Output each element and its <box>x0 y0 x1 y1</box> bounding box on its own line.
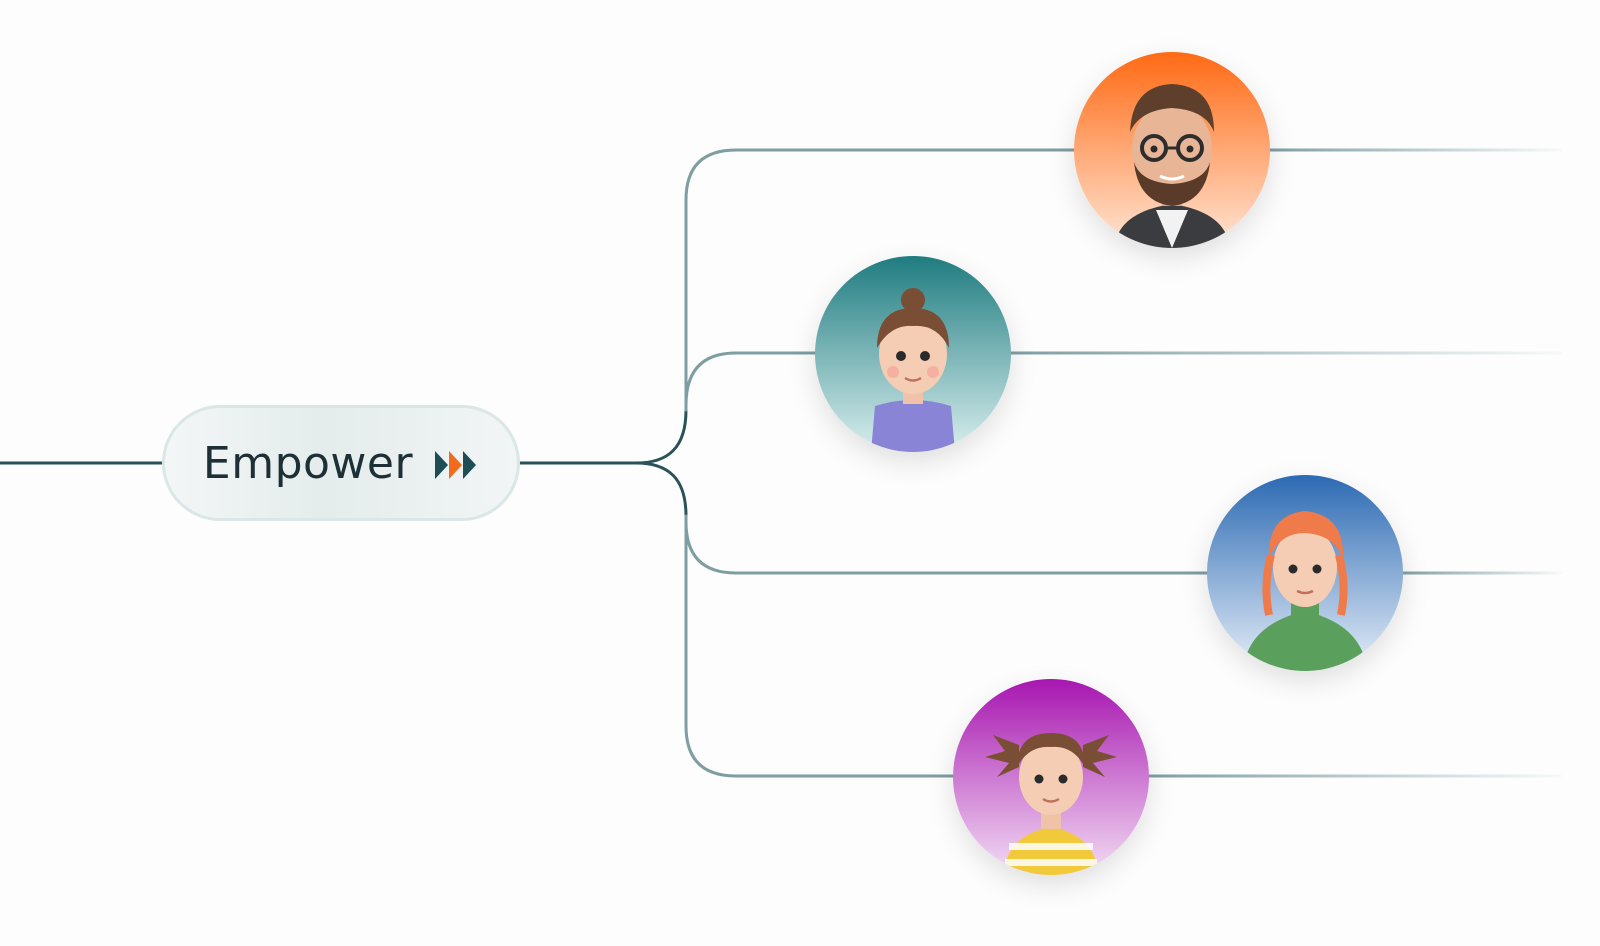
empower-node[interactable]: Empower <box>162 405 520 521</box>
double-chevron-right-icon <box>435 449 479 481</box>
avatar-redhead-woman[interactable] <box>1207 475 1403 671</box>
avatar-girl-hair-bun[interactable] <box>815 256 1011 452</box>
avatar-girl-pigtails[interactable] <box>953 679 1149 875</box>
avatar-bearded-man-glasses[interactable] <box>1074 52 1270 248</box>
split-curve-down <box>634 461 688 518</box>
node-label: Empower <box>202 437 414 489</box>
split-curve-up <box>634 408 688 465</box>
branch-spine-down <box>684 514 958 778</box>
branch-3 <box>684 520 1212 575</box>
branch-2 <box>684 351 822 407</box>
branch-spine-up <box>684 148 1082 412</box>
